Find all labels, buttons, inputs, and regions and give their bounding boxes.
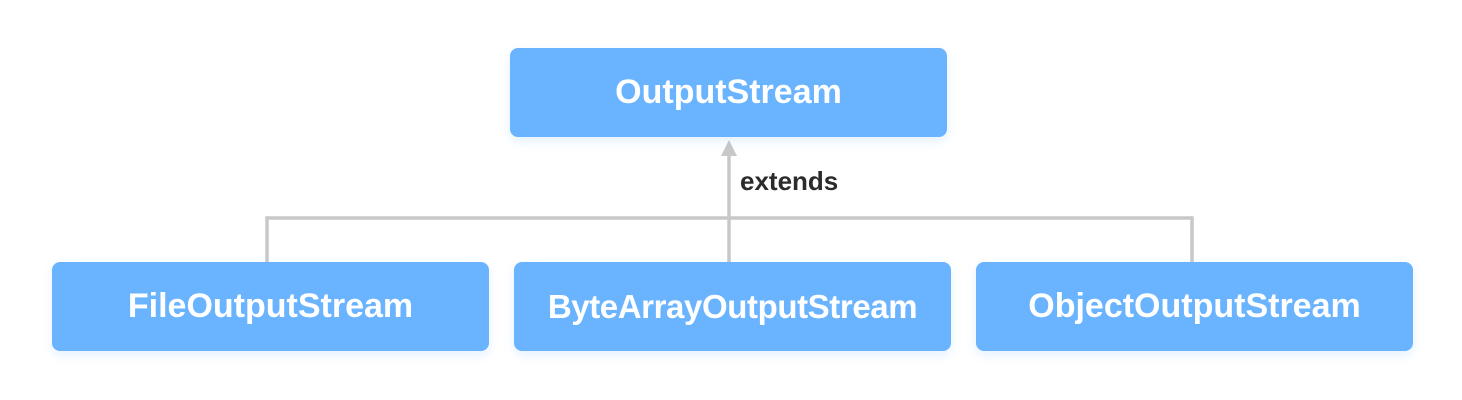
arrowhead-icon	[721, 140, 737, 156]
child-class-label: FileOutputStream	[127, 287, 414, 325]
child-class-box: FileOutputStream	[52, 262, 489, 351]
parent-class-label: OutputStream	[615, 73, 842, 111]
extends-label: extends	[740, 166, 839, 196]
child-class-label: ByteArrayOutputStream	[547, 287, 918, 325]
child-class-box: ByteArrayOutputStream	[514, 262, 951, 351]
parent-class-box: OutputStream	[510, 48, 947, 137]
child-class-label: ObjectOutputStream	[1028, 287, 1361, 325]
child-class-box: ObjectOutputStream	[976, 262, 1413, 351]
